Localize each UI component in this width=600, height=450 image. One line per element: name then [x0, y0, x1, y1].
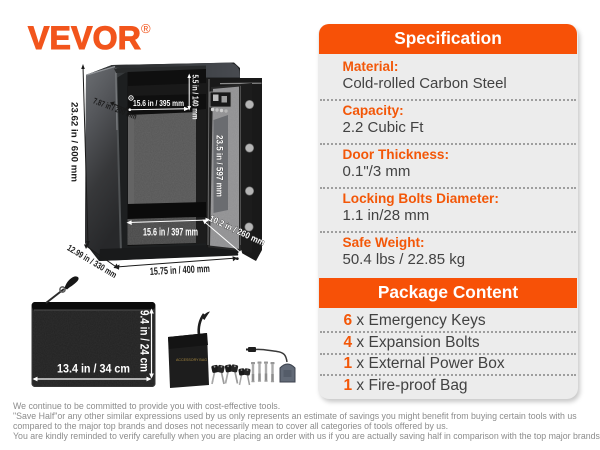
svg-text:5.5 in / 140 mm: 5.5 in / 140 mm — [190, 75, 199, 120]
svg-text:23.62 in / 600 mm: 23.62 in / 600 mm — [70, 102, 80, 182]
svg-text:ACCESSORY BAG: ACCESSORY BAG — [176, 358, 207, 362]
svg-text:15.6 in / 395 mm: 15.6 in / 395 mm — [133, 98, 184, 108]
svg-text:15.75 in / 400 mm: 15.75 in / 400 mm — [150, 263, 211, 278]
svg-text:13.4 in / 34 cm: 13.4 in / 34 cm — [57, 362, 130, 376]
svg-text:23.5 in / 597 mm: 23.5 in / 597 mm — [215, 135, 225, 197]
svg-text:15.6 in / 397 mm: 15.6 in / 397 mm — [143, 227, 198, 239]
svg-text:9.4 in / 24 cm: 9.4 in / 24 cm — [138, 310, 152, 372]
